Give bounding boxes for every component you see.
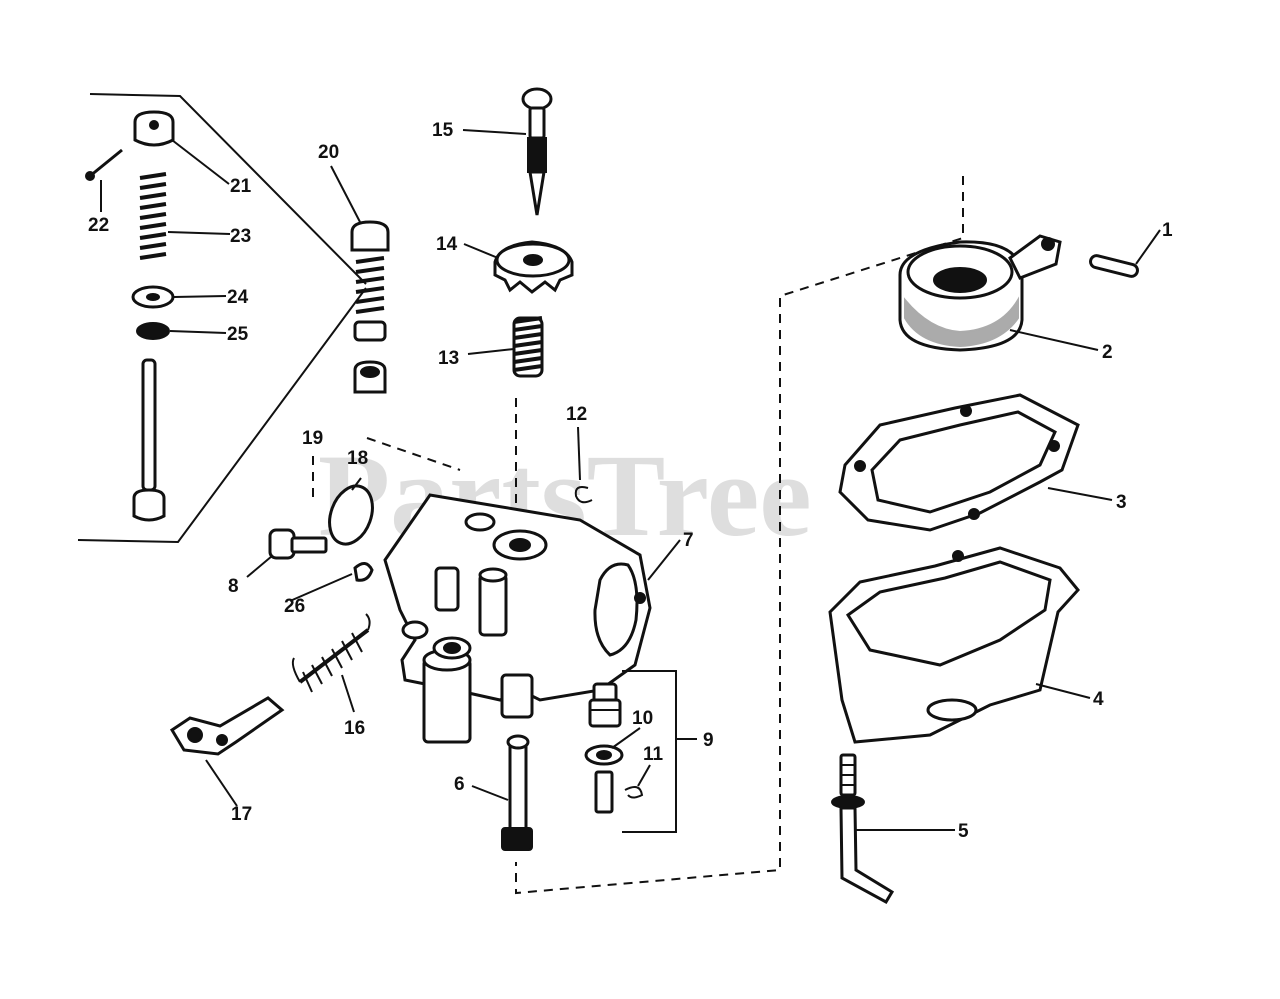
part-12-clip (574, 486, 593, 504)
part-1-pin (1089, 254, 1139, 278)
callout-18: 18 (347, 448, 368, 469)
callout-10: 10 (632, 708, 653, 729)
part-22-pin (85, 148, 123, 181)
part-26-clip (353, 562, 374, 582)
part-25-seal (136, 322, 170, 340)
callout-1: 1 (1162, 220, 1173, 241)
part-2-housing (898, 234, 1062, 352)
callout-22: 22 (88, 215, 109, 236)
part-8-screw (268, 528, 328, 560)
callout-9: 9 (703, 730, 714, 751)
part-17-lever (169, 696, 285, 756)
callout-21: 21 (230, 176, 252, 197)
inset-rod (132, 358, 166, 522)
part-23-spring (139, 172, 167, 260)
part-14-gear (493, 240, 574, 294)
callout-26: 26 (284, 596, 305, 617)
part-6-main-nozzle (501, 734, 533, 851)
part-5-drain-screw (831, 753, 895, 905)
callout-14: 14 (436, 234, 458, 255)
part-16-spring (291, 613, 371, 693)
callout-5: 5 (958, 821, 969, 842)
callout-11: 11 (643, 744, 664, 765)
part-24-washer (131, 285, 175, 309)
callout-labels: 1 2 3 4 5 6 7 8 9 10 11 12 13 14 15 16 1… (88, 120, 1173, 842)
part-15-needle-valve (521, 87, 553, 216)
callout-16: 16 (344, 718, 365, 739)
part-7-carburetor-body (383, 493, 652, 744)
callout-6: 6 (454, 774, 465, 795)
assembly-guide-lines (312, 176, 964, 895)
callout-3: 3 (1116, 492, 1127, 513)
part-13-spring (512, 316, 544, 378)
part-20-valve-spring (350, 220, 390, 394)
callout-19: 19 (302, 428, 323, 449)
part-21-cap (133, 110, 175, 147)
callout-8: 8 (228, 576, 239, 597)
leader-lines (100, 129, 1161, 831)
callout-7: 7 (683, 530, 694, 551)
callout-4: 4 (1093, 689, 1104, 710)
part-18-disc (328, 484, 374, 546)
callout-23: 23 (230, 226, 251, 247)
callout-15: 15 (432, 120, 454, 141)
part-4-float-bowl (828, 546, 1080, 744)
callout-12: 12 (566, 404, 587, 425)
callout-17: 17 (231, 804, 252, 825)
callout-13: 13 (438, 348, 459, 369)
callout-2: 2 (1102, 342, 1113, 363)
part-3-gasket (838, 393, 1080, 532)
part-9-needle-seat-assembly (584, 670, 677, 833)
inset-frame (77, 93, 367, 544)
callout-20: 20 (318, 142, 339, 163)
callout-24: 24 (227, 287, 249, 308)
callout-25: 25 (227, 324, 249, 345)
